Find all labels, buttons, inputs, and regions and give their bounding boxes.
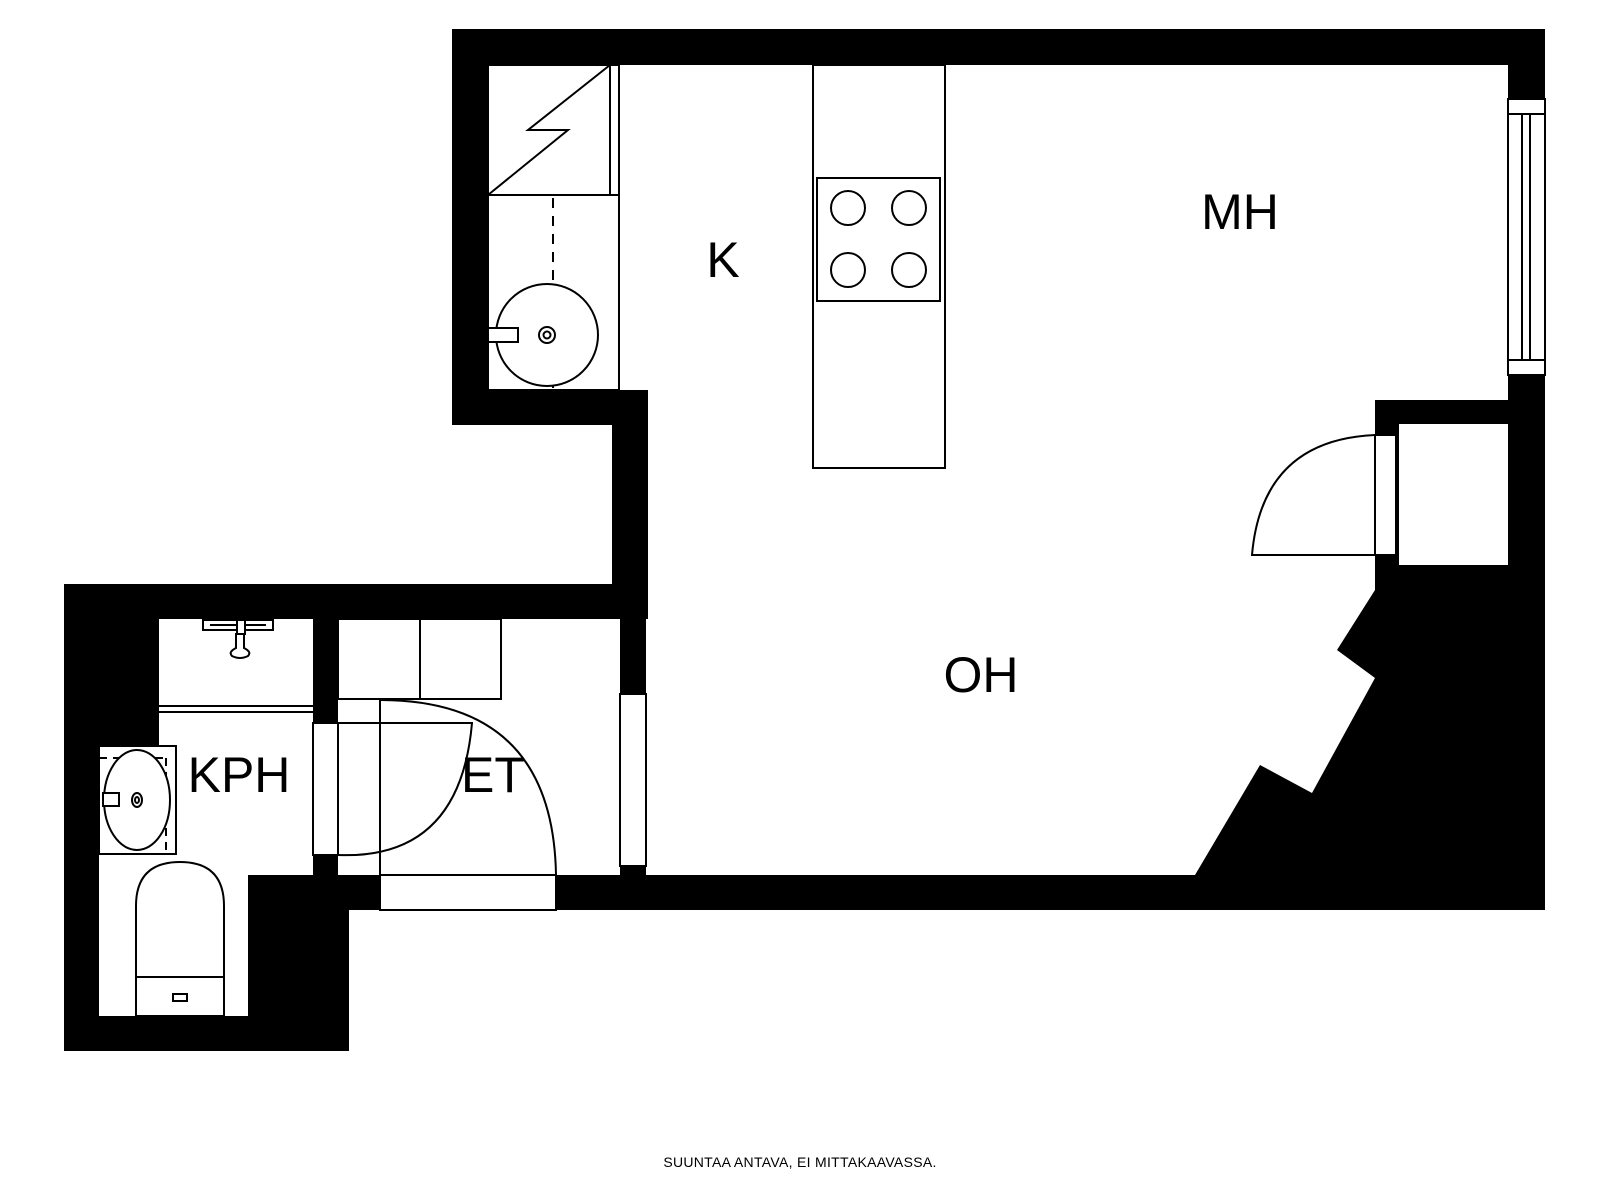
hob-burner xyxy=(891,190,927,226)
entrance-fixtures xyxy=(312,618,647,911)
room-label-oh: OH xyxy=(944,647,1019,703)
bath-wall-left xyxy=(64,584,99,1051)
room-label-mh: MH xyxy=(1201,184,1279,240)
entry-wall-right xyxy=(620,619,646,694)
kitchen-fixtures xyxy=(487,64,946,469)
room-label-et: ET xyxy=(461,747,525,803)
entry-wall-right-low xyxy=(620,866,646,910)
disclaimer-note: SUUNTAA ANTAVA, EI MITTAKAAVASSA. xyxy=(663,1154,937,1170)
entry-cabinet xyxy=(419,618,502,700)
wall-step-vertical xyxy=(612,390,648,615)
entry-cabinet xyxy=(337,618,421,700)
bath-wall-lower-right xyxy=(248,875,380,910)
partition-lower xyxy=(313,855,338,875)
hob-burner xyxy=(830,252,866,288)
closet-wall-top xyxy=(1375,400,1525,424)
walls xyxy=(64,29,1545,1051)
window-right xyxy=(1507,98,1546,376)
bathroom-fixtures xyxy=(98,619,313,1017)
entrance-door-swing xyxy=(379,699,557,876)
bathroom-door-frame xyxy=(312,722,339,856)
bathroom-door-swing xyxy=(337,722,474,857)
hob-burner xyxy=(891,252,927,288)
room-label-kph: KPH xyxy=(188,747,291,803)
partition-upper xyxy=(313,619,338,723)
angled-wall-block xyxy=(1195,565,1508,875)
closet-door xyxy=(1250,434,1397,556)
wall-top xyxy=(452,29,1545,65)
wall-left-upper xyxy=(452,29,488,425)
wall-right-lower xyxy=(1508,375,1545,910)
entrance-door-frame xyxy=(379,874,557,911)
wall-bottom xyxy=(556,875,1545,910)
wall-right-upper xyxy=(1508,29,1545,99)
toilet xyxy=(135,860,225,978)
bath-wall-top xyxy=(64,584,648,619)
bath-wall-left-thick xyxy=(99,619,159,746)
room-label-k: K xyxy=(706,232,739,288)
hob-burner xyxy=(830,190,866,226)
